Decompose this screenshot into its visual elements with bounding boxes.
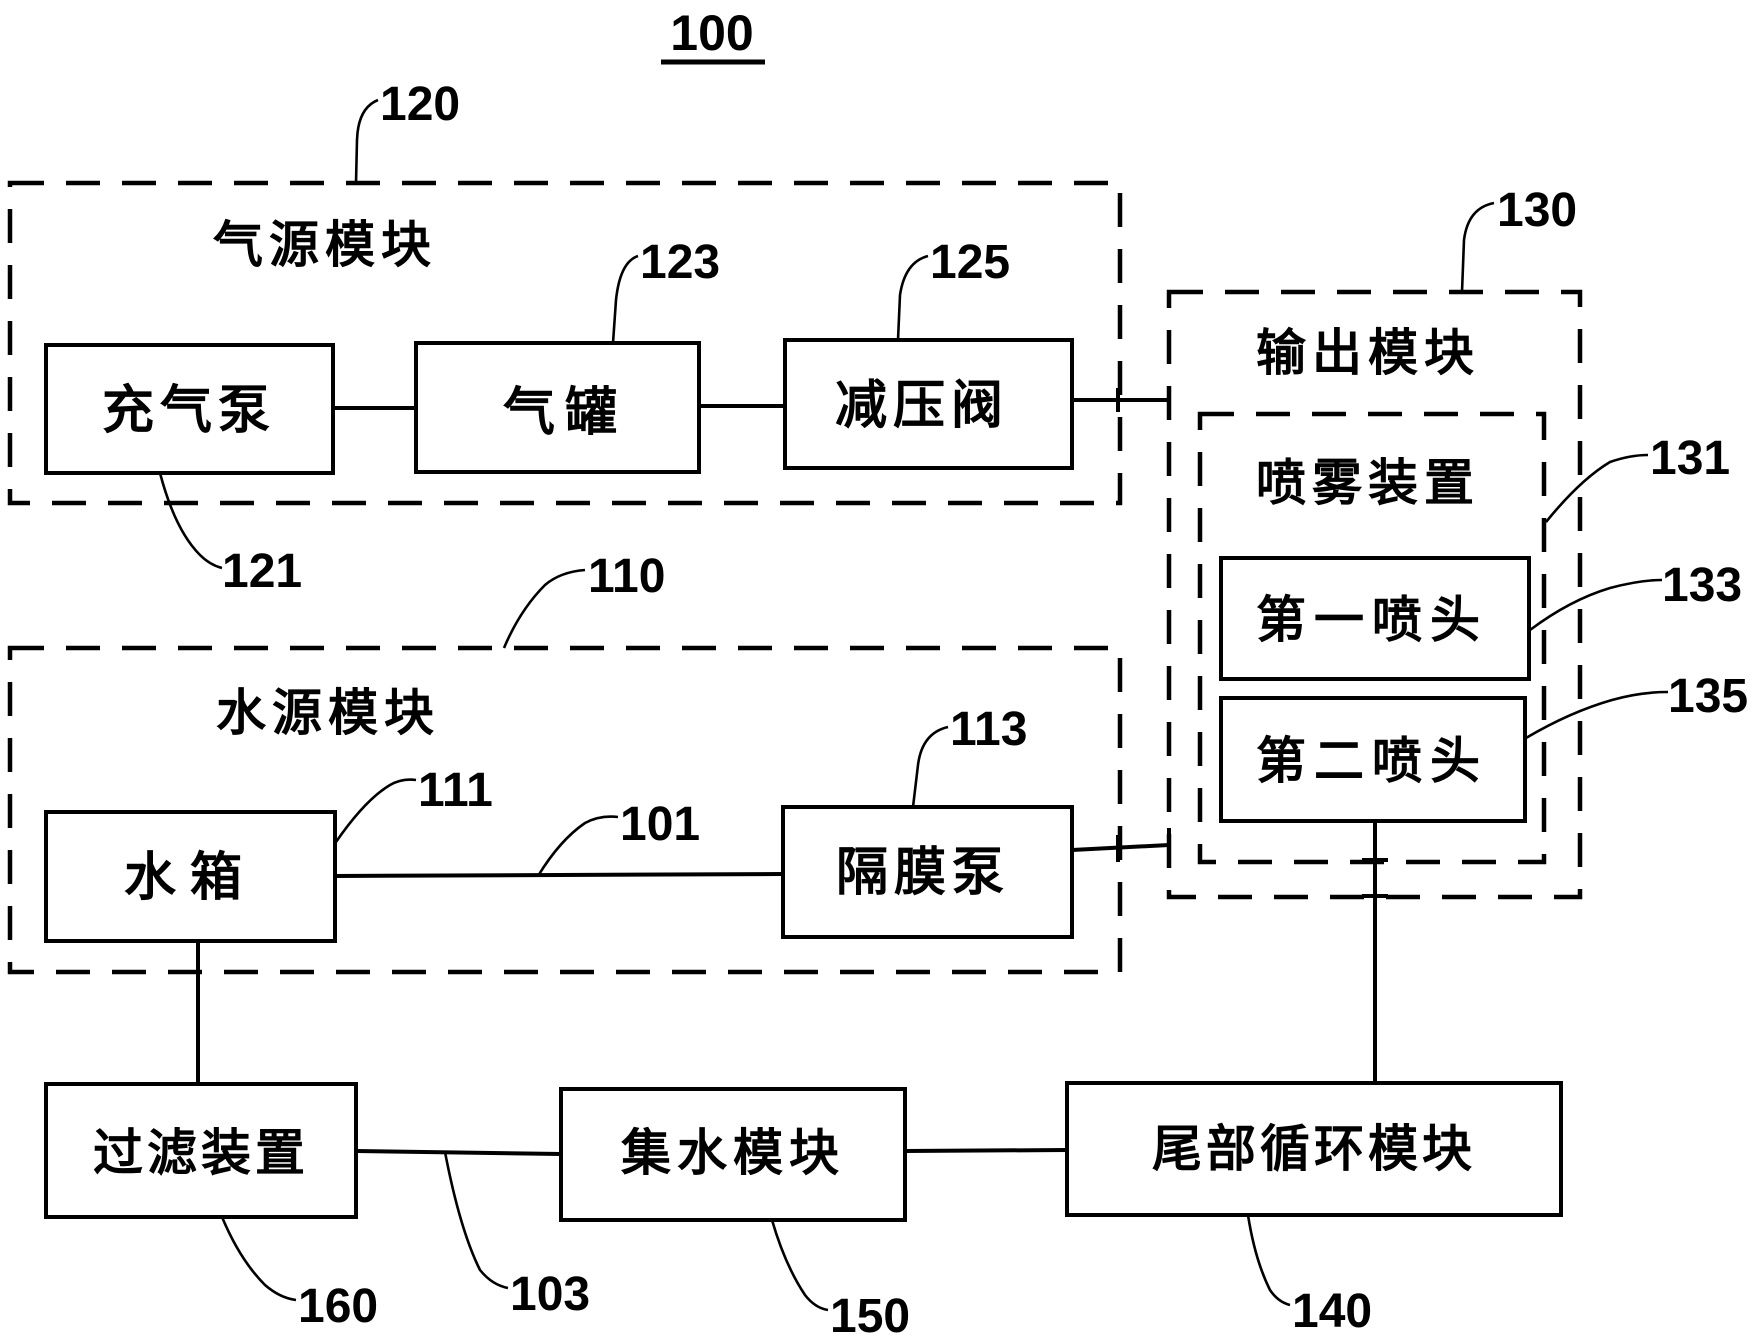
spray-device: 喷雾装置 131 第一喷头 133 第二喷头 135 <box>1197 411 1748 865</box>
water-source-module-ref: 110 <box>588 550 665 603</box>
spray-device-label: 喷雾装置 <box>1256 453 1480 512</box>
water-supply-pipe <box>1071 843 1170 852</box>
air-source-module-ref: 120 <box>380 78 460 131</box>
water-tank-block[interactable]: 水箱 <box>44 810 337 943</box>
filter-device-label: 过滤装置 <box>93 1123 309 1182</box>
gas-tank-label: 气罐 <box>503 382 627 443</box>
filter-device-ref: 160 <box>298 1280 378 1333</box>
filter-device-leader <box>220 1216 297 1302</box>
water-source-module-boundary <box>7 645 1123 975</box>
spray-device-leader <box>1544 453 1649 523</box>
air-source-module-label: 气源模块 <box>213 215 437 274</box>
water-collection-module-box[interactable] <box>559 1087 907 1222</box>
output-module-leader <box>1460 201 1495 293</box>
diaphragm-pump-label: 隔膜泵 <box>836 842 1010 903</box>
filter-device-block[interactable]: 过滤装置 <box>44 1082 358 1219</box>
gas-tank-leader <box>611 254 639 344</box>
tail-circulation-module-box[interactable] <box>1065 1081 1563 1217</box>
first-nozzle-box[interactable] <box>1219 556 1531 681</box>
water-tank-box[interactable] <box>44 810 337 943</box>
air-source-module: 气源模块 120 充气泵 121 气罐 123 减压阀 125 <box>7 78 1123 598</box>
gas-tank-block[interactable]: 气罐 <box>414 341 701 474</box>
air-source-module-leader <box>354 98 379 184</box>
first-nozzle-leader <box>1529 578 1663 632</box>
inflation-pump-ref: 121 <box>222 545 302 598</box>
first-nozzle-block[interactable]: 第一喷头 <box>1219 556 1531 681</box>
diaphragm-pump-ref: 113 <box>950 703 1027 756</box>
pressure-reducing-valve-block[interactable]: 减压阀 <box>783 338 1074 470</box>
tail-circulation-module-ref: 140 <box>1292 1285 1372 1338</box>
output-module-label: 输出模块 <box>1256 323 1480 382</box>
pipe-101 <box>334 872 784 878</box>
pressure-reducing-valve-ref: 125 <box>930 236 1010 289</box>
tail-circulation-module-leader <box>1246 1214 1291 1307</box>
inflation-pump-block[interactable]: 充气泵 <box>44 343 335 475</box>
filter-device-box[interactable] <box>44 1082 358 1219</box>
pipe-101-ref: 101 <box>620 798 700 851</box>
water-tank-label: 水箱 <box>124 847 256 908</box>
diaphragm-pump-box[interactable] <box>781 805 1074 939</box>
water-tank-leader <box>334 778 417 843</box>
output-module-ref: 130 <box>1497 184 1577 237</box>
gas-tank-ref: 123 <box>640 236 720 289</box>
first-nozzle-ref: 133 <box>1662 559 1742 612</box>
diaphragm-pump-block[interactable]: 隔膜泵 <box>781 805 1074 939</box>
water-source-module-label: 水源模块 <box>216 683 440 742</box>
pipe-103-ref: 103 <box>510 1268 590 1321</box>
gas-tank-box[interactable] <box>414 341 701 474</box>
pipe-103-leader <box>443 1151 509 1290</box>
second-nozzle-block[interactable]: 第二喷头 <box>1219 696 1527 823</box>
air-source-module-boundary <box>7 180 1123 506</box>
second-nozzle-leader <box>1525 690 1669 740</box>
diaphragm-pump-leader <box>911 725 949 808</box>
second-nozzle-ref: 135 <box>1668 670 1748 723</box>
water-tank-ref: 111 <box>418 764 493 817</box>
water-collection-module-label: 集水模块 <box>620 1123 845 1182</box>
water-collection-module-block[interactable]: 集水模块 <box>559 1087 907 1222</box>
figure-reference-number: 100 <box>670 5 753 61</box>
pipe-101-leader <box>536 815 619 877</box>
tail-circulation-module-label: 尾部循环模块 <box>1152 1119 1476 1178</box>
water-source-module: 水源模块 110 水箱 111 101 隔膜泵 113 <box>7 550 1123 975</box>
pipe-103 <box>355 1149 562 1156</box>
water-collection-module-ref: 150 <box>830 1290 910 1339</box>
tail-circulation-module-block[interactable]: 尾部循环模块 <box>1065 1081 1563 1217</box>
inflation-pump-label: 充气泵 <box>102 380 276 441</box>
second-nozzle-label: 第二喷头 <box>1256 731 1488 790</box>
pressure-reducing-valve-leader <box>896 254 929 341</box>
first-nozzle-label: 第一喷头 <box>1256 590 1488 649</box>
collection-to-tail-pipe <box>904 1148 1068 1153</box>
pressure-reducing-valve-box[interactable] <box>783 338 1074 470</box>
output-module: 输出模块 130 喷雾装置 131 第一喷头 133 第二喷头 135 <box>1166 184 1748 900</box>
pressure-reducing-valve-label: 减压阀 <box>835 375 1009 436</box>
inflation-pump-leader <box>158 472 223 570</box>
water-collection-module-leader <box>770 1219 829 1312</box>
water-source-module-leader <box>502 568 586 649</box>
spray-device-ref: 131 <box>1650 432 1730 485</box>
